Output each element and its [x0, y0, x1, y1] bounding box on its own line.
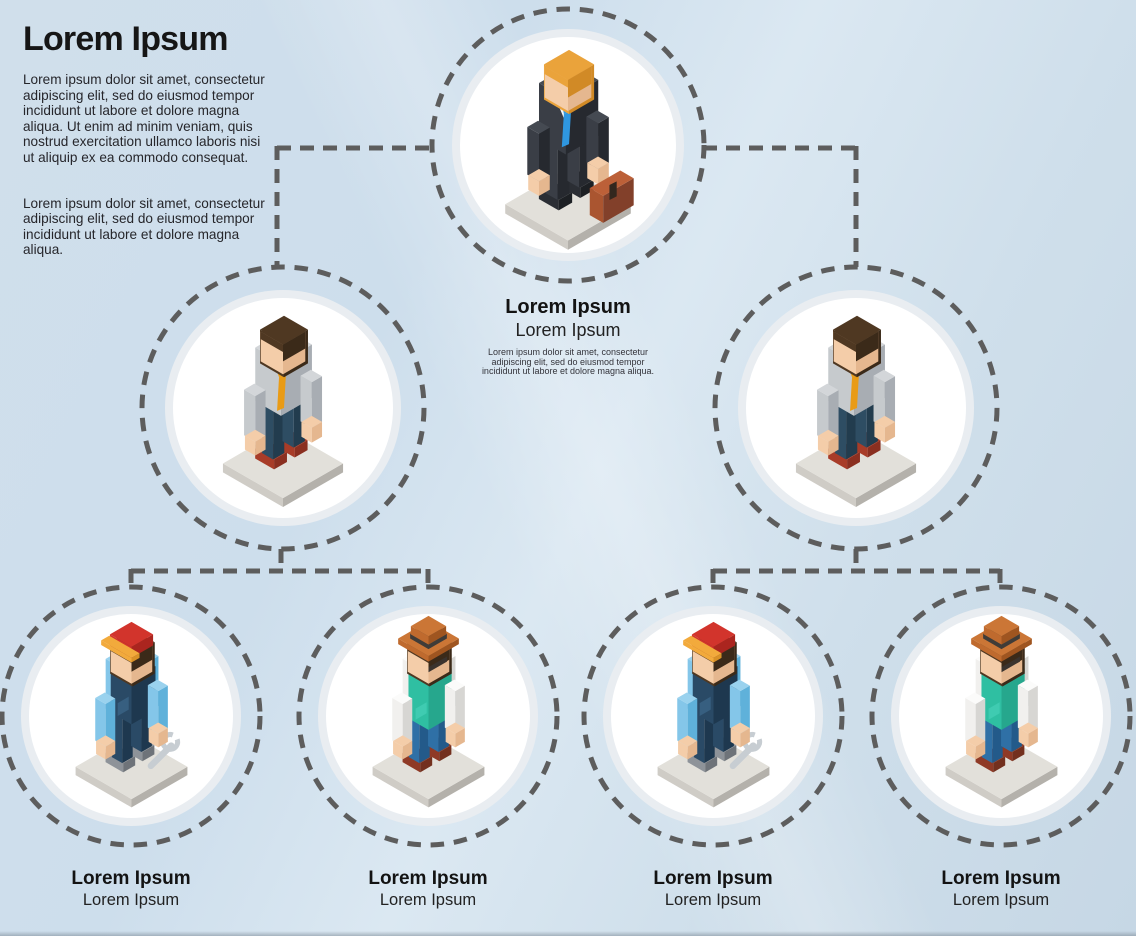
org-node-worker-1 — [0, 584, 263, 848]
intro-paragraph-2: Lorem ipsum dolor sit amet, consectetur … — [23, 195, 265, 258]
worker-label-2: Lorem Ipsum Lorem Ipsum — [318, 868, 538, 910]
worker-label-title: Lorem Ipsum — [368, 868, 488, 889]
worker-label-title: Lorem Ipsum — [941, 868, 1061, 889]
org-node-manager-left — [139, 264, 427, 552]
businessman-figure — [454, 26, 682, 256]
org-node-worker-2 — [296, 584, 560, 848]
org-node-worker-3 — [581, 584, 845, 848]
manager-figure — [747, 293, 965, 513]
dashed-ring — [712, 264, 1000, 552]
worker-label-1: Lorem Ipsum Lorem Ipsum — [21, 868, 241, 910]
dashed-ring — [581, 584, 845, 848]
dashed-ring — [869, 584, 1133, 848]
manager-figure — [174, 293, 392, 513]
org-node-manager-right — [712, 264, 1000, 552]
dashed-ring — [429, 6, 707, 284]
intro-paragraph-1: Lorem ipsum dolor sit amet, consectetur … — [23, 72, 265, 165]
worker-label-4: Lorem Ipsum Lorem Ipsum — [891, 868, 1111, 910]
bottom-edge-shadow — [0, 931, 1136, 936]
root-label-title: Lorem Ipsum — [505, 296, 631, 318]
worker-label-subtitle: Lorem Ipsum — [379, 891, 477, 909]
page-title: Lorem Ipsum — [23, 20, 228, 58]
root-label-subtitle: Lorem Ipsum — [515, 320, 621, 340]
dashed-ring — [296, 584, 560, 848]
worker-label-subtitle: Lorem Ipsum — [664, 891, 762, 909]
worker-label-title: Lorem Ipsum — [653, 868, 773, 889]
farmer-figure — [327, 608, 530, 813]
worker-label-subtitle: Lorem Ipsum — [952, 891, 1050, 909]
farmer-figure — [900, 608, 1103, 813]
root-label-description: Lorem ipsum dolor sit amet, consectetur … — [481, 347, 655, 377]
worker-label-title: Lorem Ipsum — [71, 868, 191, 889]
dashed-ring — [139, 264, 427, 552]
org-node-root — [429, 6, 707, 284]
header-block: Lorem Ipsum Lorem ipsum dolor sit amet, … — [23, 20, 275, 258]
mechanic-figure — [30, 608, 233, 813]
mechanic-figure — [612, 608, 815, 813]
dashed-ring — [0, 584, 263, 848]
worker-label-subtitle: Lorem Ipsum — [82, 891, 180, 909]
worker-label-3: Lorem Ipsum Lorem Ipsum — [603, 868, 823, 910]
root-node-label: Lorem Ipsum Lorem Ipsum Lorem ipsum dolo… — [438, 296, 698, 377]
org-node-worker-4 — [869, 584, 1133, 848]
